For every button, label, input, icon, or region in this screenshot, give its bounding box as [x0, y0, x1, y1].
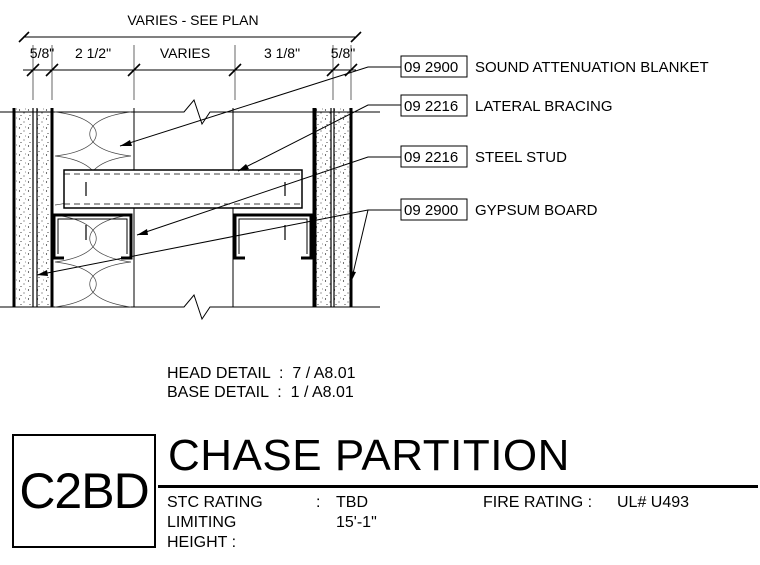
overall-dimension-label: VARIES - SEE PLAN: [127, 12, 258, 28]
dimension-segment-3: VARIES: [160, 45, 210, 61]
dimension-segment-1: 5/8": [30, 45, 54, 61]
stc-rating-value: TBD: [336, 494, 368, 511]
callout-sound-attenuation: 09 2900 SOUND ATTENUATION BLANKET: [400, 55, 709, 78]
partition-tag: C2BD: [19, 463, 149, 519]
callout-code: 09 2900: [404, 59, 458, 76]
limiting-height-value: 15'-1": [336, 514, 377, 531]
base-detail-label: BASE DETAIL: [167, 384, 269, 401]
limiting-height-label-1: LIMITING: [167, 514, 237, 531]
bottom-break-line: [0, 293, 380, 321]
callout-steel-stud: 09 2216 STEEL STUD: [400, 145, 567, 168]
segment-dimensions: 5/8" 2 1/2" VARIES 3 1/8" 5/8": [23, 45, 358, 100]
title-underline: [158, 485, 758, 488]
left-gypsum-board: [14, 108, 33, 307]
base-detail-ref: 1 / A8.01: [290, 384, 354, 401]
left-steel-stud: [52, 213, 133, 260]
wall-assembly: [0, 98, 380, 321]
dimension-segment-2: 2 1/2": [75, 45, 111, 61]
lateral-bracing: [63, 169, 303, 209]
leader-lines: [36, 66, 401, 283]
callout-label: GYPSUM BOARD: [475, 202, 598, 219]
stc-rating-label: STC RATING: [167, 494, 263, 511]
head-detail-label: HEAD DETAIL: [167, 365, 271, 382]
callout-lateral-bracing: 09 2216 LATERAL BRACING: [400, 94, 613, 117]
callout-code: 09 2900: [404, 202, 458, 219]
callout-label: LATERAL BRACING: [475, 98, 613, 115]
detail-references: HEAD DETAIL : 7 / A8.01 BASE DETAIL : 1 …: [167, 365, 356, 401]
insulation-blanket: [54, 111, 132, 308]
dimension-segment-5: 5/8": [331, 45, 355, 61]
stc-separator: :: [316, 494, 321, 511]
drawing-title: CHASE PARTITION: [168, 431, 570, 480]
fire-rating-value: UL# U493: [617, 494, 690, 511]
head-detail-ref: 7 / A8.01: [292, 365, 356, 382]
leader-arrowheads: [37, 140, 356, 282]
overall-dimension: VARIES - SEE PLAN: [18, 12, 362, 43]
dimension-segment-4: 3 1/8": [264, 45, 300, 61]
callout-label: STEEL STUD: [475, 149, 567, 166]
callout-gypsum-board: 09 2900 GYPSUM BOARD: [400, 198, 598, 221]
partition-tag-box: C2BD: [12, 434, 156, 548]
top-break-line: [0, 98, 380, 126]
fire-rating-label: FIRE RATING :: [483, 494, 593, 511]
callout-code: 09 2216: [404, 149, 458, 166]
callout-code: 09 2216: [404, 98, 458, 115]
right-steel-stud: [233, 213, 313, 260]
callout-label: SOUND ATTENUATION BLANKET: [475, 59, 709, 76]
limiting-height-label-2: HEIGHT :: [167, 534, 237, 551]
right-gypsum-board: [333, 108, 351, 307]
